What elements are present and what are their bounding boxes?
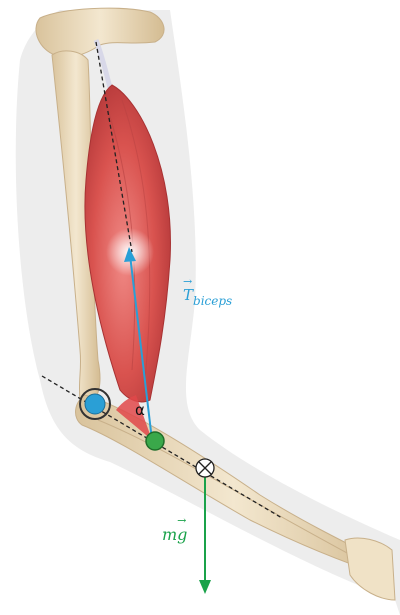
weight-prefix: m [162, 525, 177, 544]
weight-label: mg [162, 525, 187, 544]
forearm-radius-ulna [76, 395, 392, 578]
insertion-dot-icon [146, 432, 164, 450]
pivot-dot-icon [85, 394, 105, 414]
angle-label: α [135, 401, 145, 419]
tension-symbol: T [183, 286, 193, 304]
tension-subscript: biceps [193, 294, 232, 308]
weight-arrowhead [199, 580, 211, 594]
weight-symbol: g [177, 525, 187, 544]
tension-label: Tbiceps [183, 286, 232, 308]
circled-cross-icon [196, 459, 214, 477]
hand-bones [345, 538, 395, 600]
